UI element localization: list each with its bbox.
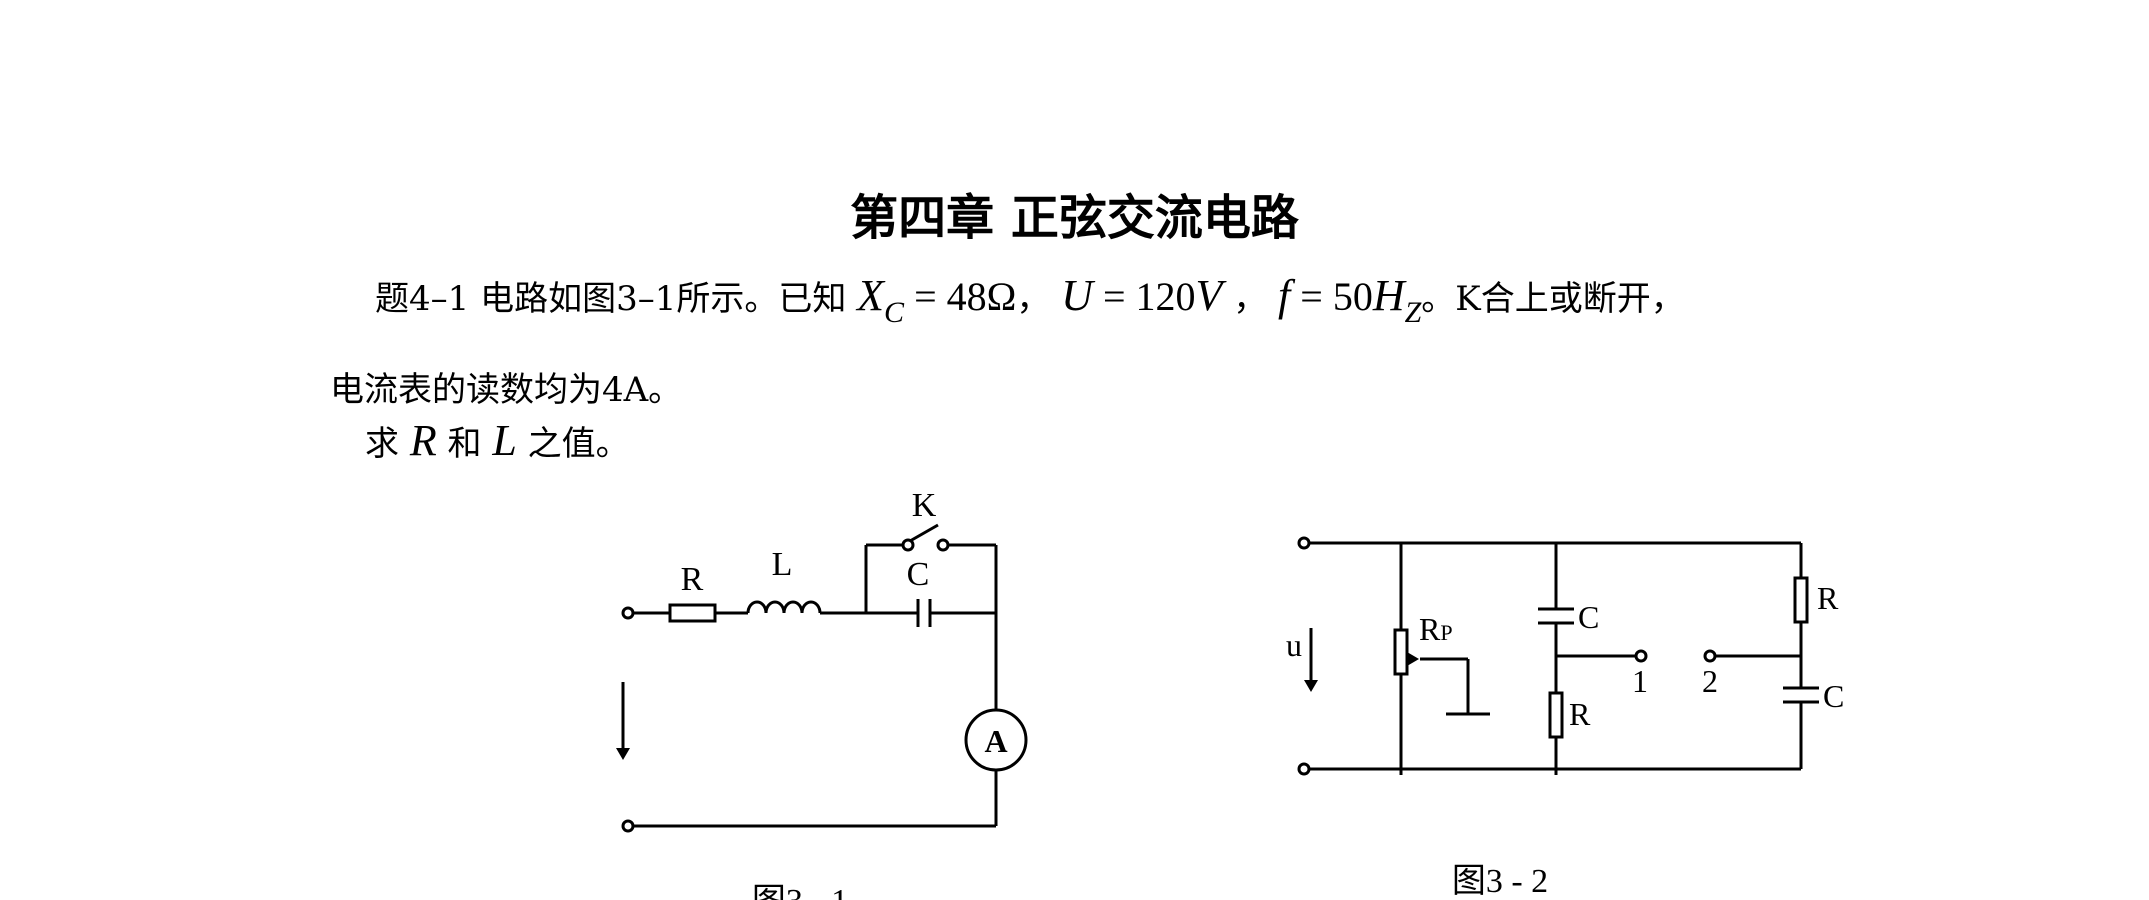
- input-terminal-bottom: [1297, 762, 1311, 776]
- resistor-r2: [1793, 576, 1809, 624]
- u-symbol: U: [1061, 271, 1093, 320]
- figure-3-1-caption: 图3 - 1: [752, 883, 848, 900]
- problem-line-2: 电流表的读数均为4A。: [330, 370, 683, 410]
- label-rp-main: R: [1419, 611, 1441, 647]
- chapter-title: 第四章 正弦交流电路: [850, 190, 1299, 246]
- figure-3-1-circuit: R L K C A 图3 - 1: [616, 487, 1028, 900]
- label-rp-sub: P: [1440, 620, 1452, 645]
- r-symbol: R: [409, 416, 437, 465]
- wiper-arrow-head: [1407, 652, 1419, 666]
- problem-intro: 题4–1 电路如图3–1所示。已知: [375, 279, 847, 319]
- inductor-l: [746, 600, 822, 614]
- label-rp: RP: [1419, 611, 1453, 647]
- input-terminal-top: [1297, 536, 1311, 550]
- label-c1: C: [1578, 599, 1599, 635]
- switch-k-blade: [909, 523, 939, 543]
- label-u: u: [1286, 627, 1302, 663]
- label-l: L: [772, 546, 793, 583]
- separator-2: ，: [1222, 279, 1268, 319]
- f-unit: H: [1372, 271, 1405, 320]
- resistor-r: [668, 603, 717, 623]
- label-r2: R: [1817, 580, 1839, 616]
- figure-3-2-circuit: u RP C R 1 2 R C 图3 - 2: [1286, 536, 1844, 900]
- label-node-2: 2: [1702, 663, 1718, 699]
- potentiometer-rp: [1393, 628, 1409, 676]
- switch-contact-left: [901, 538, 915, 552]
- node-1-terminal: [1634, 649, 1648, 663]
- xc-value: = 48Ω: [904, 274, 1017, 319]
- and-word: 和: [447, 424, 482, 464]
- label-node-1: 1: [1632, 663, 1648, 699]
- label-k: K: [912, 487, 937, 524]
- separator-1: ，: [1016, 279, 1051, 319]
- resistor-r1: [1548, 691, 1564, 739]
- question-suffix: 之值。: [527, 424, 630, 464]
- problem-line-1-suffix: 。K合上或断开，: [1421, 279, 1685, 319]
- xc-symbol: X: [857, 271, 885, 320]
- label-c2: C: [1823, 678, 1844, 714]
- u-value: = 120: [1092, 274, 1196, 319]
- node-2-terminal: [1703, 649, 1717, 663]
- problem-line-3: 求 R 和 L 之值。: [365, 415, 630, 466]
- voltage-arrow-head: [616, 748, 630, 760]
- f-unit-subscript: Z: [1404, 296, 1422, 329]
- label-r1: R: [1569, 696, 1591, 732]
- input-terminal-bottom: [621, 819, 635, 833]
- voltage-arrow-head: [1304, 680, 1318, 692]
- l-symbol: L: [492, 416, 517, 465]
- figure-3-2-caption: 图3 - 2: [1452, 863, 1548, 900]
- f-value: = 50: [1290, 274, 1373, 319]
- question-prefix: 求: [365, 424, 399, 464]
- ammeter-label: A: [984, 723, 1007, 759]
- label-c: C: [907, 556, 930, 593]
- label-r: R: [681, 561, 704, 598]
- xc-subscript: C: [884, 296, 905, 329]
- switch-contact-right: [936, 538, 950, 552]
- f-symbol: f: [1278, 271, 1291, 320]
- problem-line-1: 题4–1 电路如图3–1所示。已知 XC = 48Ω， U = 120V ， f…: [375, 270, 1685, 330]
- input-terminal-top: [621, 606, 635, 620]
- u-unit: V: [1195, 271, 1223, 320]
